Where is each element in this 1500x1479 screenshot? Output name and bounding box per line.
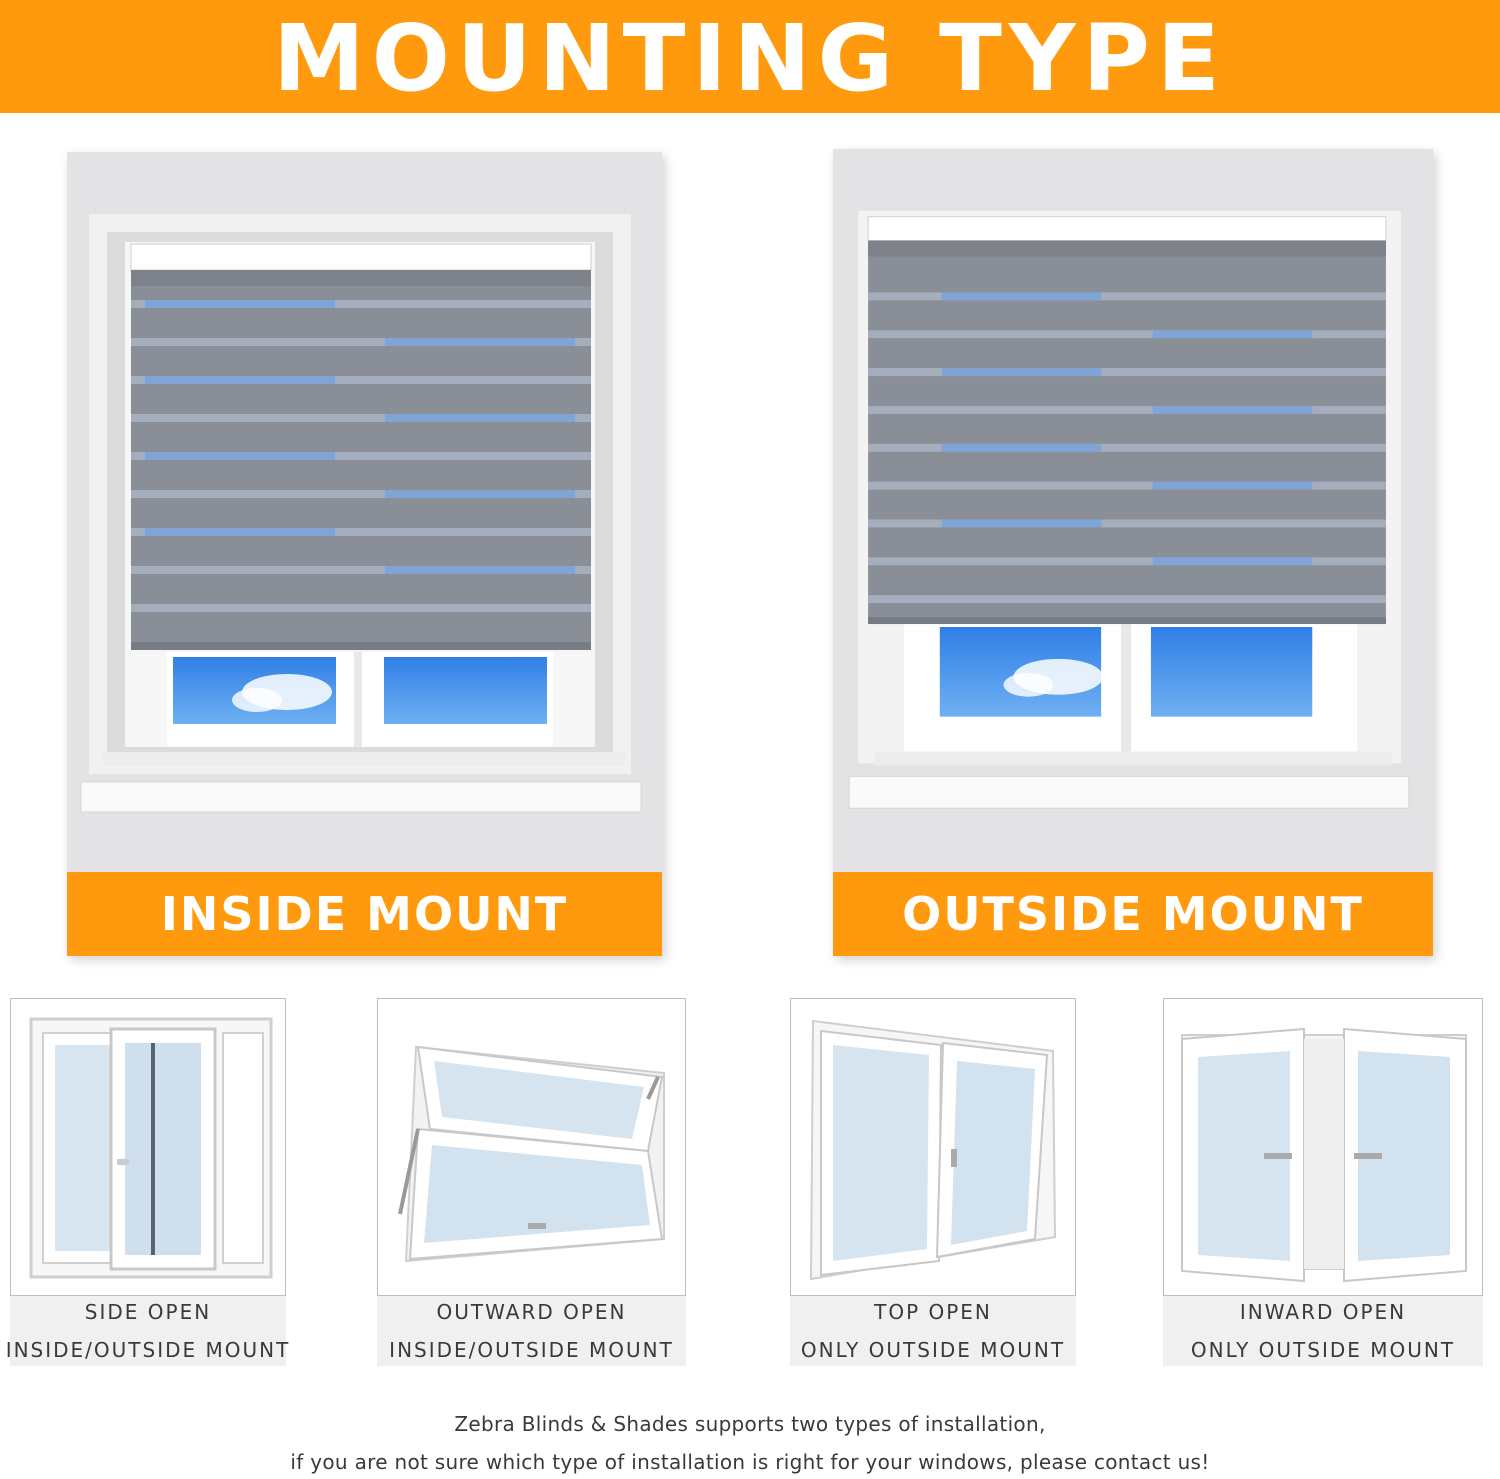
inward-open-mount: ONLY OUTSIDE MOUNT <box>1190 1338 1456 1362</box>
page-title: MOUNTING TYPE <box>273 4 1227 112</box>
inside-mount-blind-icon <box>67 152 662 872</box>
window-type-inward-open: INWARD OPEN ONLY OUTSIDE MOUNT <box>1163 998 1483 1366</box>
window-type-side-open: SIDE OPEN INSIDE/OUTSIDE MOUNT <box>6 998 288 1366</box>
inside-mount-label-bar: INSIDE MOUNT <box>67 872 662 956</box>
outward-open-mount: INSIDE/OUTSIDE MOUNT <box>389 1338 674 1362</box>
side-open-title: SIDE OPEN <box>84 1300 212 1324</box>
outside-mount-label-bar: OUTSIDE MOUNT <box>833 872 1433 956</box>
top-open-mount: ONLY OUTSIDE MOUNT <box>800 1338 1066 1362</box>
outward-open-window-icon <box>377 998 686 1296</box>
outside-mount-card: OUTSIDE MOUNT <box>833 149 1433 956</box>
header-banner: MOUNTING TYPE <box>0 0 1500 113</box>
outside-mount-label: OUTSIDE MOUNT <box>902 887 1364 941</box>
side-open-window-icon <box>10 998 286 1296</box>
inside-mount-label: INSIDE MOUNT <box>160 887 569 941</box>
top-open-title: TOP OPEN <box>874 1300 992 1324</box>
inside-mount-card: INSIDE MOUNT <box>67 152 662 956</box>
inward-open-title: INWARD OPEN <box>1239 1300 1407 1324</box>
footer-line-1: Zebra Blinds & Shades supports two types… <box>454 1412 1046 1436</box>
window-type-outward-open: OUTWARD OPEN INSIDE/OUTSIDE MOUNT <box>377 998 686 1366</box>
outward-open-title: OUTWARD OPEN <box>436 1300 627 1324</box>
outside-mount-blind-icon <box>834 149 1432 869</box>
inward-open-window-icon <box>1163 998 1483 1296</box>
top-open-window-icon <box>790 998 1076 1296</box>
window-type-top-open: TOP OPEN ONLY OUTSIDE MOUNT <box>790 998 1076 1366</box>
footer-line-2: if you are not sure which type of instal… <box>290 1450 1210 1474</box>
side-open-mount: INSIDE/OUTSIDE MOUNT <box>5 1338 291 1362</box>
